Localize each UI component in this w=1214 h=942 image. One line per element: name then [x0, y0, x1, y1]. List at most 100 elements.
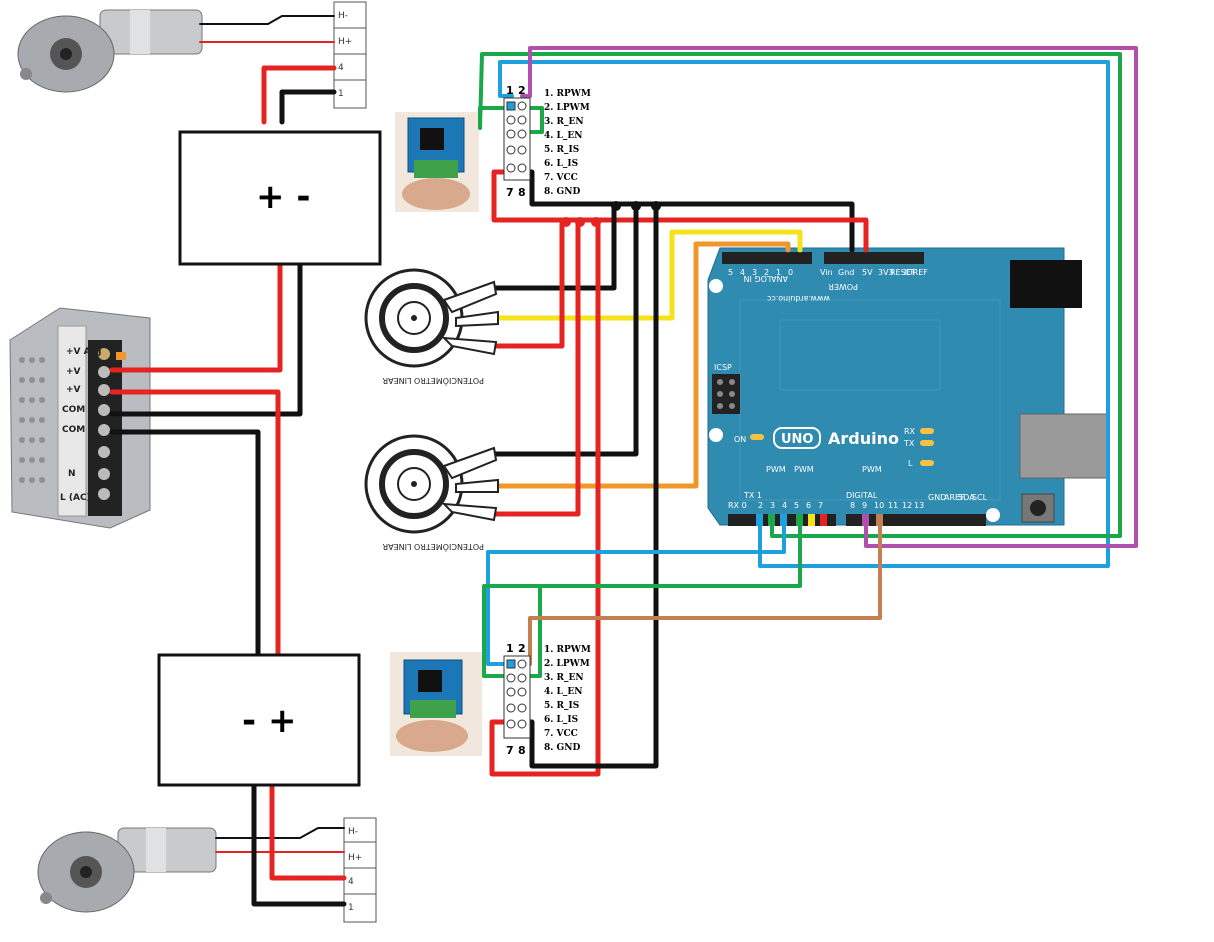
svg-text:2: 2 [518, 642, 526, 655]
power-header [824, 252, 924, 264]
svg-text:RESET: RESET [890, 268, 916, 277]
terminal-label-v2: +V [66, 385, 81, 395]
svg-text:1: 1 [338, 89, 344, 99]
svg-text:IOREF: IOREF [904, 268, 928, 277]
svg-text:7. VCC: 7. VCC [544, 729, 578, 739]
svg-text:3. R_EN: 3. R_EN [544, 673, 584, 683]
svg-text:8: 8 [518, 186, 526, 199]
svg-text:4: 4 [740, 268, 745, 277]
svg-text:4. L_EN: 4. L_EN [544, 131, 582, 141]
usb-port [1019, 413, 1109, 479]
svg-text:7. VCC: 7. VCC [544, 173, 578, 183]
dc-jack [1010, 260, 1082, 308]
terminal-label-com2: COM [62, 425, 85, 435]
svg-text:11: 11 [888, 501, 898, 510]
arduino-logo: UNO Arduino [773, 427, 899, 449]
digital-label: DIGITAL [846, 491, 878, 500]
svg-text:8: 8 [518, 744, 526, 757]
terminal-label-l: L (AC) [60, 493, 91, 503]
svg-text:Vin: Vin [820, 268, 833, 277]
svg-text:GND: GND [928, 493, 946, 502]
svg-text:TX 1: TX 1 [743, 491, 762, 500]
svg-text:2. LPWM: 2. LPWM [544, 103, 590, 113]
svg-text:6. L_IS: 6. L_IS [544, 159, 578, 169]
relay-box-bottom: - + [157, 653, 361, 787]
power-pin-labels: Vin Gnd 5V 3V3 RESET IOREF [820, 268, 928, 277]
pwm-label-3: PWM [862, 465, 882, 474]
power-label: POWER [828, 282, 858, 291]
svg-text:7: 7 [506, 186, 514, 199]
svg-text:2: 2 [758, 501, 763, 510]
svg-text:8: 8 [850, 501, 855, 510]
svg-text:4: 4 [348, 877, 354, 887]
icsp-label: ICSP [714, 363, 732, 372]
svg-text:1: 1 [506, 84, 514, 97]
svg-text:5: 5 [728, 268, 733, 277]
svg-text:7: 7 [818, 501, 823, 510]
potentiometer-label-1: POTENCIÔMETRO LINEAR [382, 376, 484, 387]
svg-text:SCL: SCL [972, 493, 988, 502]
svg-text:3: 3 [752, 268, 757, 277]
svg-text:0: 0 [788, 268, 793, 277]
motor-bottom [37, 827, 217, 913]
potentiometer-2: POTENCIÔMETRO LINEAR [364, 434, 499, 553]
svg-text:5. R_IS: 5. R_IS [544, 701, 579, 711]
svg-text:3V3: 3V3 [878, 268, 894, 277]
terminal-label-v1: +V [66, 367, 81, 377]
rx-led-label: RX [904, 427, 916, 436]
motor-driver-photo-top [395, 112, 479, 212]
svg-text:13: 13 [914, 501, 924, 510]
on-label: ON [734, 435, 746, 444]
motor-terminal-block-bottom: H- H+ 4 1 [343, 817, 377, 923]
svg-text:7: 7 [506, 744, 514, 757]
digital-pin-numbers: RX 0 TX 1 2 3 4 5 6 7 8 9 10 11 12 13 GN… [728, 491, 988, 510]
svg-text:4: 4 [338, 63, 344, 73]
svg-text:Gnd: Gnd [838, 268, 854, 277]
svg-text:RX 0: RX 0 [728, 501, 747, 510]
svg-text:5V: 5V [862, 268, 873, 277]
pwm-label-1: PWM [766, 465, 786, 474]
arduino-url: www.arduino.cc [767, 294, 830, 303]
svg-text:3. R_EN: 3. R_EN [544, 117, 584, 127]
power-supply: +V ADJ +V +V COM COM N L (AC) [9, 307, 151, 529]
potentiometer-1: POTENCIÔMETRO LINEAR [364, 268, 499, 387]
pwm-label-2: PWM [794, 465, 814, 474]
svg-text:2: 2 [764, 268, 769, 277]
svg-text:5: 5 [794, 501, 799, 510]
arduino-uno-board: ICSP ANALOG IN POWER www.arduino.cc 5 4 … [707, 247, 1109, 526]
svg-text:1: 1 [506, 642, 514, 655]
svg-text:8. GND: 8. GND [544, 743, 580, 753]
relay-box-bottom-label: - + [242, 701, 296, 741]
terminal-label-n: N [68, 469, 76, 479]
motor-top [17, 9, 203, 93]
svg-text:6: 6 [806, 501, 811, 510]
analog-pin-numbers: 5 4 3 2 1 0 [728, 268, 793, 277]
analog-header [722, 252, 812, 264]
driver-header-bottom: 1 2 7 8 1. RPWM 2. LPWM 3. R_EN 4. L_EN … [503, 642, 591, 757]
svg-text:H+: H+ [338, 37, 352, 47]
motor-terminal-block-top: H- H+ 4 1 [333, 1, 367, 109]
svg-text:AREF: AREF [944, 493, 965, 502]
svg-text:1: 1 [348, 903, 354, 913]
arduino-brand-label: Arduino [828, 429, 899, 448]
svg-text:H-: H- [348, 827, 358, 837]
power-supply-terminals [98, 348, 110, 500]
svg-text:1. RPWM: 1. RPWM [544, 645, 591, 655]
terminal-label-com1: COM [62, 405, 85, 415]
svg-text:8. GND: 8. GND [544, 187, 580, 197]
svg-text:4: 4 [782, 501, 787, 510]
relay-box-top-label: + - [256, 177, 310, 217]
svg-text:SDA: SDA [958, 493, 975, 502]
svg-text:4. L_EN: 4. L_EN [544, 687, 582, 697]
svg-text:12: 12 [902, 501, 912, 510]
svg-text:6. L_IS: 6. L_IS [544, 715, 578, 725]
svg-text:H-: H- [338, 11, 348, 21]
terminal-label-vadj: +V ADJ [66, 347, 101, 357]
driver-header-top: 1 2 7 8 1. RPWM 2. LPWM 3. R_EN 4. L_EN … [503, 84, 591, 199]
svg-text:2: 2 [518, 84, 526, 97]
icsp-header: ICSP [712, 363, 740, 414]
analog-in-label: ANALOG IN [744, 274, 789, 283]
wire-junctions [561, 201, 661, 227]
svg-text:H+: H+ [348, 853, 362, 863]
